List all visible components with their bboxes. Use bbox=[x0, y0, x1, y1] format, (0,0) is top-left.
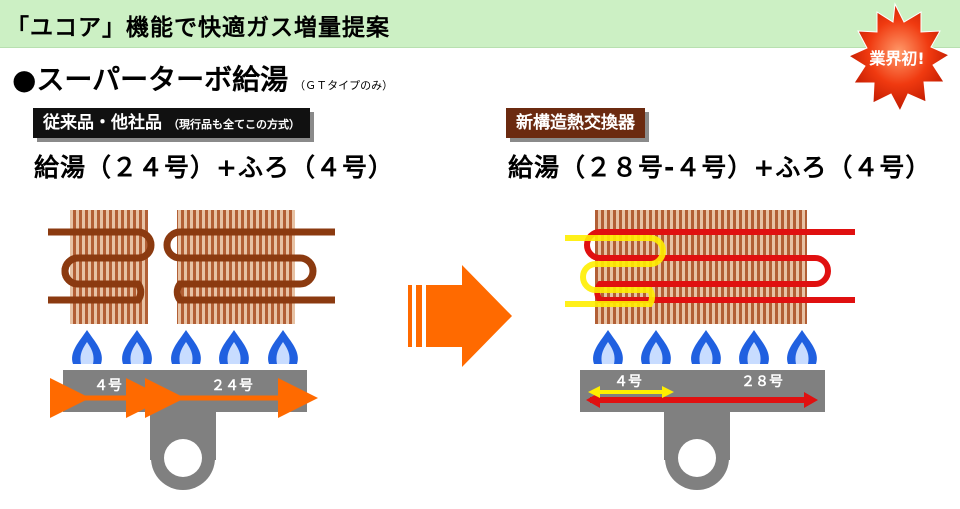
bath-tube-new bbox=[565, 235, 666, 307]
bath-range-label-new: ４号 bbox=[614, 374, 642, 390]
hot-water-range-label-new: ２８号 bbox=[741, 374, 783, 390]
burner-flames-new bbox=[593, 330, 817, 364]
conventional-exchanger bbox=[48, 210, 335, 324]
burner-flames-old bbox=[72, 330, 298, 364]
first-in-industry-badge: 業界初! bbox=[847, 2, 951, 113]
new-exchanger bbox=[565, 210, 855, 324]
conventional-label-note: （現行品も全てこの方式） bbox=[168, 118, 300, 131]
fin-block-bath bbox=[70, 210, 148, 324]
conventional-label: 従来品・他社品 （現行品も全てこの方式） bbox=[33, 108, 310, 138]
subtitle-text: ●スーパーターボ給湯 bbox=[12, 63, 289, 96]
transition-arrow bbox=[408, 265, 512, 367]
new-exchanger-spec: 給湯（２８号‐４号）+ふろ（４号） bbox=[508, 153, 932, 182]
section-subtitle: ●スーパーターボ給湯 （ＧＴタイプのみ） bbox=[12, 58, 393, 98]
badge-text: 業界初! bbox=[868, 49, 924, 68]
page-title: 「ユコア」機能で快適ガス増量提案 bbox=[6, 15, 390, 41]
conventional-label-text: 従来品・他社品 bbox=[43, 113, 162, 133]
hot-water-range-label-old: ２４号 bbox=[211, 378, 253, 394]
bath-range-label-old: ４号 bbox=[94, 378, 122, 394]
new-exchanger-label-text: 新構造熱交換器 bbox=[516, 113, 635, 133]
fin-block-hot-water bbox=[177, 210, 295, 324]
subtitle-note: （ＧＴタイプのみ） bbox=[294, 79, 394, 92]
burner-body-old: ４号 ２４号 bbox=[50, 370, 318, 490]
hot-water-tube-old bbox=[163, 228, 335, 304]
new-exchanger-label: 新構造熱交換器 bbox=[506, 108, 645, 138]
burner-body-new: ４号 ２８号 bbox=[580, 370, 825, 490]
conventional-spec: 給湯（２４号）+ふろ（４号） bbox=[34, 153, 394, 182]
title-banner: 「ユコア」機能で快適ガス増量提案 bbox=[0, 0, 960, 48]
